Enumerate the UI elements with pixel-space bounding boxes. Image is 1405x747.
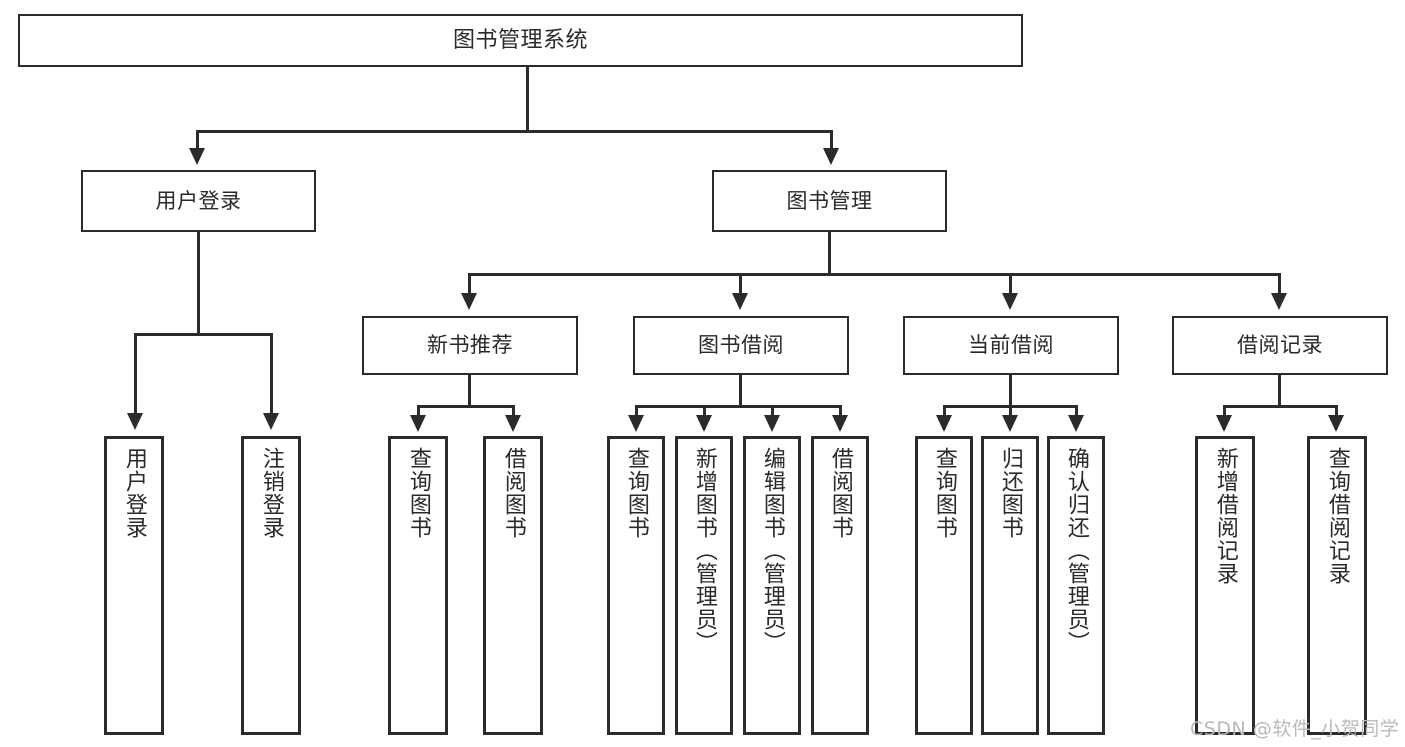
connector-currentborrow-stem [1009, 375, 1012, 407]
node-borrow-record[interactable]: 借阅记录 [1172, 316, 1388, 375]
connector-bookmgmt-drop-2 [739, 273, 742, 295]
leaf-return-book[interactable]: 归还图书 [981, 436, 1039, 735]
node-book-borrow[interactable]: 图书借阅 [633, 316, 849, 375]
arrowhead-root-to-bookmgmt [823, 148, 839, 165]
node-label: 当前借阅 [968, 333, 1054, 358]
node-label: 归还图书 [997, 447, 1023, 539]
arrowhead-bookmgmt-child-3 [1002, 293, 1018, 310]
node-new-book-recommend[interactable]: 新书推荐 [362, 316, 578, 375]
connector-bookmgmt-bus [468, 273, 1281, 276]
leaf-query-borrow-record[interactable]: 查询借阅记录 [1307, 436, 1367, 735]
node-label: 新增图书（管理员） [691, 447, 717, 654]
node-label: 查询图书 [623, 447, 649, 539]
leaf-query-book-current[interactable]: 查询图书 [915, 436, 973, 735]
connector-newbook-stem [468, 375, 471, 407]
connector-borrowrecord-bus [1223, 405, 1338, 408]
connector-bookborrow-drop-4 [839, 405, 842, 417]
connector-newbook-drop-2 [512, 405, 515, 417]
arrowhead-currentborrow-leaf-2 [1002, 415, 1018, 432]
connector-bookmgmt-drop-4 [1278, 273, 1281, 295]
leaf-edit-book-admin[interactable]: 编辑图书（管理员） [743, 436, 801, 735]
leaf-borrow-book[interactable]: 借阅图书 [811, 436, 869, 735]
connector-root-stem [526, 67, 529, 132]
leaf-query-book-borrow[interactable]: 查询图书 [607, 436, 665, 735]
node-user-login[interactable]: 用户登录 [81, 170, 316, 232]
arrowhead-userlogin-leaf-1 [127, 413, 143, 430]
node-label: 借阅图书 [827, 447, 853, 539]
connector-newbook-drop-1 [417, 405, 420, 417]
node-label: 图书管理 [786, 188, 873, 213]
connector-borrowrecord-drop-2 [1335, 405, 1338, 417]
node-label: 查询图书 [931, 447, 957, 539]
connector-userlogin-drop-2 [270, 333, 273, 415]
leaf-query-book-recommend[interactable]: 查询图书 [388, 436, 448, 735]
leaf-borrow-book-recommend[interactable]: 借阅图书 [483, 436, 543, 735]
node-label: 编辑图书（管理员） [759, 447, 785, 654]
node-label: 图书借阅 [698, 333, 784, 358]
arrowhead-newbook-leaf-1 [410, 415, 426, 432]
arrowhead-bookborrow-leaf-3 [764, 415, 780, 432]
arrowhead-userlogin-leaf-2 [263, 413, 279, 430]
arrowhead-bookborrow-leaf-4 [832, 415, 848, 432]
node-label: 图书管理系统 [452, 27, 588, 53]
connector-currentborrow-drop-3 [1075, 405, 1078, 417]
connector-bookborrow-drop-3 [771, 405, 774, 417]
node-current-borrow[interactable]: 当前借阅 [903, 316, 1119, 375]
arrowhead-bookmgmt-child-4 [1271, 293, 1287, 310]
node-root-system[interactable]: 图书管理系统 [18, 14, 1023, 67]
connector-bookmgmt-drop-1 [468, 273, 471, 295]
connector-newbook-bus [417, 405, 515, 408]
arrowhead-bookborrow-leaf-2 [696, 415, 712, 432]
arrowhead-bookborrow-leaf-1 [628, 415, 644, 432]
leaf-logout[interactable]: 注销登录 [241, 436, 301, 735]
node-label: 查询借阅记录 [1324, 447, 1350, 585]
node-label: 新增借阅记录 [1212, 447, 1238, 585]
node-label: 注销登录 [258, 447, 284, 539]
leaf-confirm-return-admin[interactable]: 确认归还（管理员） [1047, 436, 1105, 735]
node-label: 新书推荐 [427, 333, 513, 358]
connector-bookmgmt-drop-3 [1009, 273, 1012, 295]
arrowhead-borrowrecord-leaf-2 [1328, 415, 1344, 432]
connector-bookborrow-drop-2 [703, 405, 706, 417]
connector-bookborrow-stem [739, 375, 742, 407]
connector-bookborrow-drop-1 [635, 405, 638, 417]
connector-bookmgmt-stem [828, 232, 831, 275]
connector-root-to-bookmgmt [830, 130, 833, 150]
node-label: 确认归还（管理员） [1063, 447, 1089, 654]
node-book-management[interactable]: 图书管理 [712, 170, 947, 232]
leaf-user-login[interactable]: 用户登录 [104, 436, 164, 735]
connector-userlogin-stem [197, 232, 200, 335]
arrowhead-bookmgmt-child-1 [461, 293, 477, 310]
connector-userlogin-drop-1 [134, 333, 137, 415]
connector-userlogin-bus [134, 333, 273, 336]
connector-borrowrecord-stem [1278, 375, 1281, 407]
connector-root-to-userlogin [196, 130, 199, 150]
node-label: 用户登录 [121, 447, 147, 539]
leaf-add-book-admin[interactable]: 新增图书（管理员） [675, 436, 733, 735]
connector-bookborrow-bus [635, 405, 839, 408]
leaf-add-borrow-record[interactable]: 新增借阅记录 [1195, 436, 1255, 735]
arrowhead-newbook-leaf-2 [505, 415, 521, 432]
arrowhead-borrowrecord-leaf-1 [1216, 415, 1232, 432]
connector-currentborrow-drop-2 [1009, 405, 1012, 417]
node-label: 用户登录 [155, 188, 242, 213]
connector-currentborrow-drop-1 [943, 405, 946, 417]
connector-root-bus [196, 130, 833, 133]
connector-borrowrecord-drop-1 [1223, 405, 1226, 417]
arrowhead-bookmgmt-child-2 [732, 293, 748, 310]
arrowhead-root-to-userlogin [189, 148, 205, 165]
arrowhead-currentborrow-leaf-3 [1068, 415, 1084, 432]
arrowhead-currentborrow-leaf-1 [936, 415, 952, 432]
node-label: 借阅图书 [500, 447, 526, 539]
node-label: 查询图书 [405, 447, 431, 539]
node-label: 借阅记录 [1237, 333, 1323, 358]
